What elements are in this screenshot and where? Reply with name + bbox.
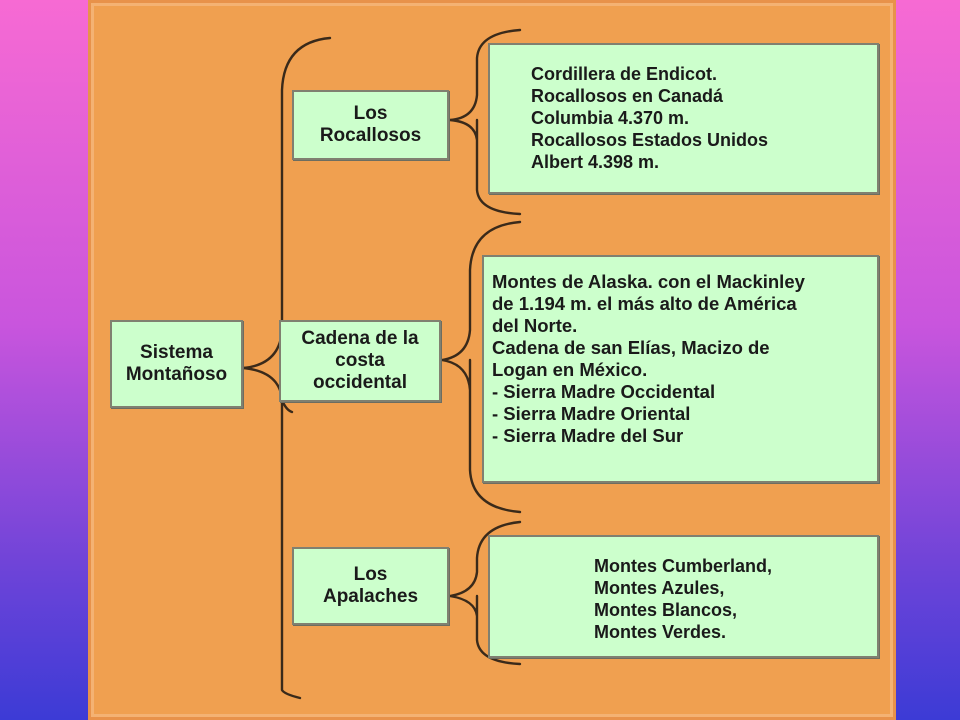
brace-rocallosos	[448, 28, 522, 216]
detail-box-rocallosos: Cordillera de Endicot. Rocallosos en Can…	[488, 43, 879, 194]
detail-box-costa-occidental: Montes de Alaska. con el Mackinley de 1.…	[482, 255, 879, 483]
root-node: Sistema Montañoso	[110, 320, 243, 408]
brace-apalaches	[448, 520, 522, 666]
branch-node-apalaches: Los Apalaches	[292, 547, 449, 625]
brace-costa	[440, 220, 522, 514]
branch-node-costa-occidental: Cadena de la costa occidental	[279, 320, 441, 402]
detail-box-apalaches: Montes Cumberland, Montes Azules, Montes…	[488, 535, 879, 658]
main-brace-lower	[242, 366, 284, 402]
branch-node-rocallosos: Los Rocallosos	[292, 90, 449, 160]
